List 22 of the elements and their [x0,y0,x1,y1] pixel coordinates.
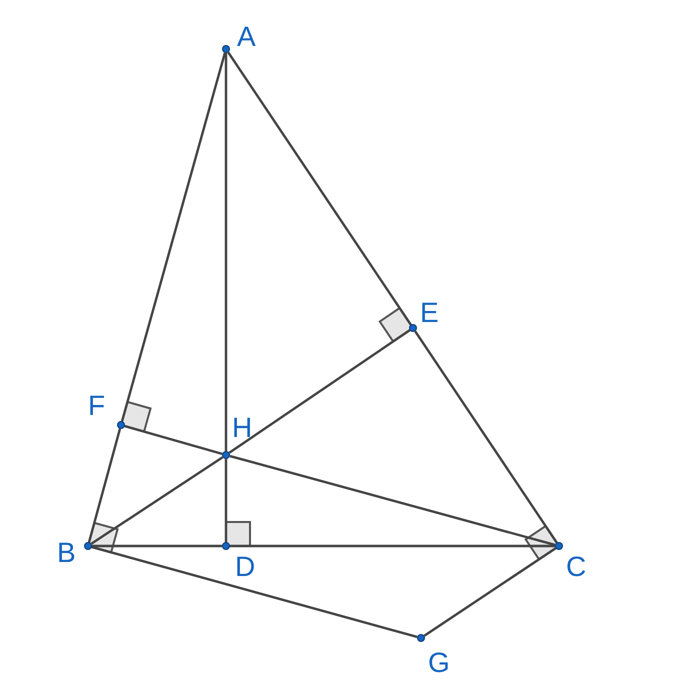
point-label: F [88,392,106,420]
point-label: C [566,553,586,581]
point-label: D [235,553,256,581]
line-segment [120,52,226,422]
point-label: E [420,299,439,327]
line-segment [92,544,222,548]
point-label: G [428,649,450,677]
line-segment [227,52,412,326]
line-segment [230,454,556,546]
line-segment [90,456,224,545]
point-label: A [237,23,256,51]
point-label: B [57,539,76,567]
line-segment [424,547,556,637]
line-segment [414,330,558,544]
line-segment [228,329,410,454]
point-label: H [232,414,252,442]
line-segment [224,53,228,451]
line-segment [230,544,555,548]
line-segment [92,546,418,638]
line-segment [124,424,222,456]
line-segment [224,459,228,542]
line-segment [88,428,122,542]
